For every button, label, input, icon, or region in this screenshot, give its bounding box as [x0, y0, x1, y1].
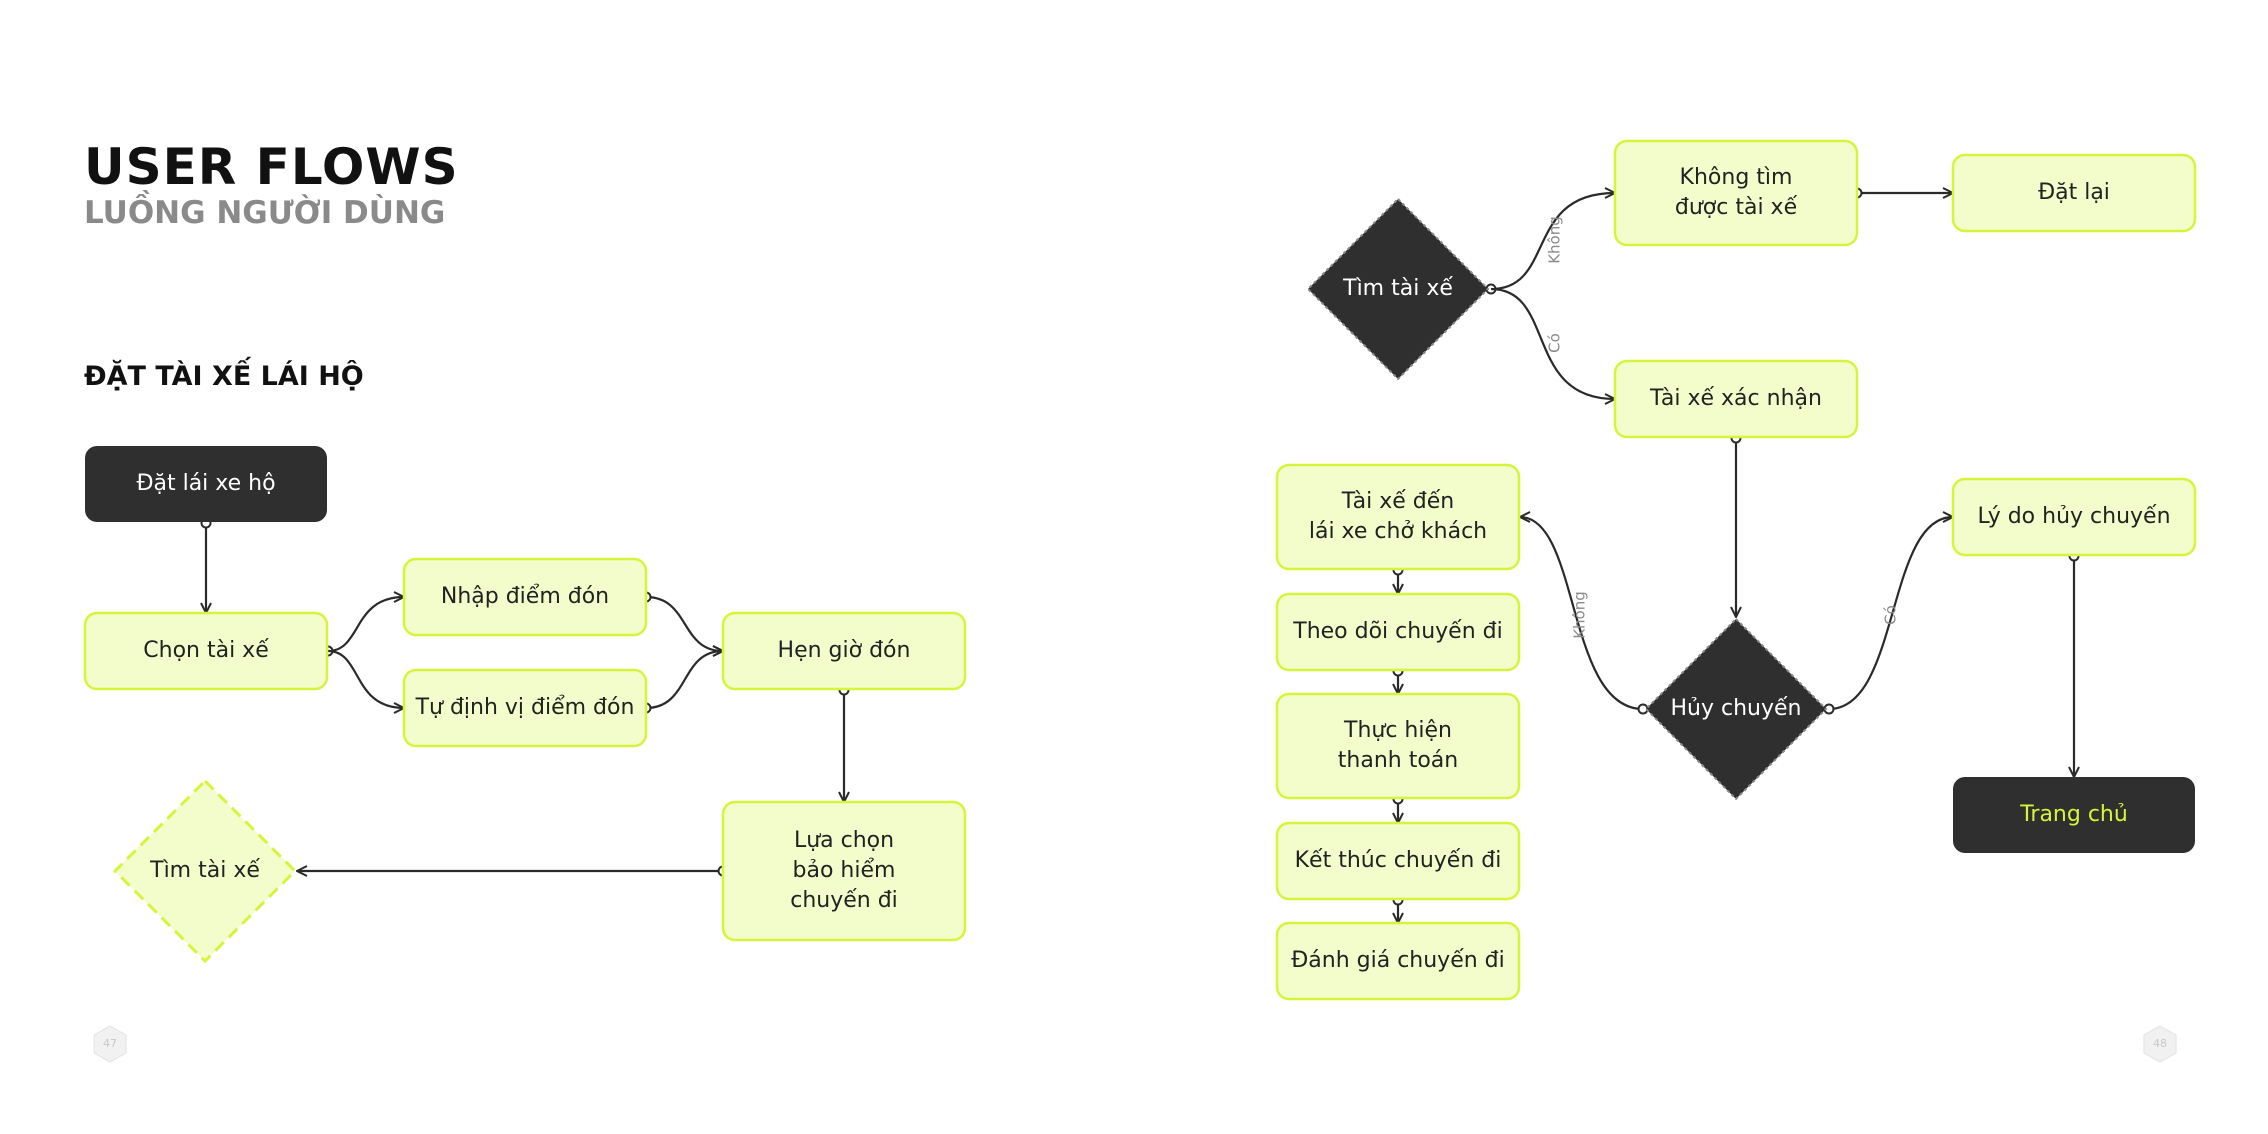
- node-label: được tài xế: [1675, 195, 1798, 220]
- decision-diamond: [1306, 197, 1490, 381]
- node-label: Tự định vị điểm đón: [415, 695, 635, 720]
- edge-lua-chon-bao-hiem-to-tim-tai-xe-left: [297, 867, 729, 876]
- node-label: Thực hiện: [1343, 718, 1452, 743]
- node-box: [1953, 777, 2195, 853]
- node-thanh-toan: Thực hiện thanh toán: [1275, 692, 1521, 800]
- edge-nhap-diem-don-to-hen-gio-don: [640, 591, 724, 652]
- node-label: Nhập điểm đón: [441, 584, 609, 609]
- node-label: Hẹn giờ đón: [778, 638, 911, 663]
- edge-tim-tai-xe-to-tai-xe-xac-nhan: Có: [1490, 287, 1615, 399]
- edge-line: [1490, 193, 1615, 291]
- node-label: Kết thúc chuyến đi: [1295, 848, 1502, 873]
- node-label: Tài xế xác nhận: [1649, 386, 1822, 411]
- node-tim-tai-xe-left: Tìm tài xế: [112, 778, 298, 964]
- page-subtitle: LUỒNG NGƯỜI DÙNG: [84, 190, 445, 231]
- node-nhap-diem-don: Nhập điểm đón: [402, 557, 648, 637]
- edge-huy-chuyen-to-ly-do-huy: Có: [1823, 517, 1954, 715]
- edge-huy-chuyen-to-tai-xe-den: Không: [1520, 517, 1649, 715]
- node-label: Trang chủ: [2019, 802, 2128, 827]
- node-box: [1275, 821, 1521, 901]
- node-box: [1613, 359, 1859, 439]
- node-tai-xe-xac-nhan: Tài xế xác nhận: [1613, 359, 1859, 439]
- edge-chon-tai-xe-to-nhap-diem-don: [322, 597, 405, 657]
- edge-line: [327, 597, 404, 653]
- node-box: [1275, 592, 1521, 672]
- edge-dat-lai-xe-ho-to-chon-tai-xe: [202, 517, 211, 614]
- node-label: thanh toán: [1338, 748, 1458, 773]
- node-theo-doi: Theo dõi chuyến đi: [1275, 592, 1521, 672]
- edge-khong-tim-duoc-to-dat-lai: [1851, 189, 1954, 198]
- node-chon-tai-xe: Chọn tài xế: [83, 611, 329, 691]
- node-dat-lai: Đặt lại: [1951, 153, 2197, 233]
- node-label: Tài xế đến: [1341, 489, 1454, 514]
- edge-line: [1828, 517, 1953, 711]
- node-label: Hủy chuyến: [1671, 696, 1802, 721]
- node-box: [721, 611, 967, 691]
- node-box: [1275, 921, 1521, 1001]
- node-label: Lựa chọn: [794, 828, 894, 853]
- page-title: USER FLOWS: [84, 138, 459, 196]
- edge-line: [1520, 517, 1644, 711]
- page-number-right: 48: [2143, 1025, 2177, 1063]
- node-box: [1275, 463, 1521, 571]
- node-box: [402, 557, 648, 637]
- edge-tu-dinh-vi-to-hen-gio-don: [640, 651, 724, 714]
- node-label: Đánh giá chuyến đi: [1291, 948, 1505, 973]
- node-box: [85, 446, 327, 522]
- node-box: [83, 611, 329, 691]
- node-hen-gio-don: Hẹn giờ đón: [721, 611, 967, 691]
- node-label: Tìm tài xế: [149, 858, 260, 883]
- node-label: lái xe chở khách: [1309, 519, 1487, 544]
- edge-hen-gio-don-to-lua-chon-bao-hiem: [840, 684, 849, 803]
- node-trang-chu: Trang chủ: [1953, 777, 2195, 853]
- edge-label: Có: [1546, 333, 1564, 353]
- node-huy-chuyen: Hủy chuyến: [1644, 617, 1828, 801]
- node-box: [1275, 692, 1521, 800]
- node-label: Theo dõi chuyến đi: [1292, 619, 1502, 644]
- node-label: Lý do hủy chuyến: [1977, 504, 2170, 529]
- node-ly-do-huy: Lý do hủy chuyến: [1951, 477, 2197, 557]
- page-number-left-text: 47: [103, 1037, 117, 1050]
- edge-chon-tai-xe-to-tu-dinh-vi: [327, 649, 404, 708]
- page-number-left: 47: [93, 1025, 127, 1063]
- node-label: Đặt lái xe hộ: [136, 471, 275, 496]
- edge-line: [1490, 287, 1615, 399]
- edge-label: Có: [1882, 605, 1900, 625]
- node-label: chuyến đi: [790, 888, 898, 913]
- node-label: Không tìm: [1680, 165, 1793, 190]
- edge-label: Không: [1571, 591, 1589, 639]
- node-ket-thuc: Kết thúc chuyến đi: [1275, 821, 1521, 901]
- node-khong-tim-duoc: Không tìm được tài xế: [1613, 139, 1859, 247]
- edge-line: [327, 649, 404, 708]
- node-danh-gia: Đánh giá chuyến đi: [1275, 921, 1521, 1001]
- edge-line: [645, 595, 723, 651]
- node-box: [1951, 477, 2197, 557]
- node-dat-lai-xe-ho: Đặt lái xe hộ: [85, 446, 327, 522]
- node-label: Đặt lại: [2038, 180, 2110, 205]
- node-tim-tai-xe: Tìm tài xế: [1306, 197, 1490, 381]
- nodes-layer: Đặt lái xe hộ Chọn tài xế Nhập điểm đón Tự …: [83, 139, 2197, 1001]
- node-label: Tìm tài xế: [1342, 276, 1453, 301]
- edge-label: Không: [1546, 216, 1564, 264]
- node-tu-dinh-vi: Tự định vị điểm đón: [402, 668, 648, 748]
- node-label: bảo hiểm: [793, 858, 896, 883]
- node-box: [1951, 153, 2197, 233]
- node-box: [1613, 139, 1859, 247]
- page-number-right-text: 48: [2153, 1037, 2167, 1050]
- edge-tim-tai-xe-to-khong-tim-duoc: Không: [1485, 193, 1616, 295]
- node-box: [402, 668, 648, 748]
- edge-line: [645, 651, 723, 710]
- decision-diamond: [112, 778, 298, 964]
- decision-diamond: [1644, 617, 1828, 801]
- section-title: ĐẶT TÀI XẾ LÁI HỘ: [84, 357, 364, 392]
- node-tai-xe-den: Tài xế đến lái xe chở khách: [1275, 463, 1521, 571]
- node-box: [721, 800, 967, 942]
- node-lua-chon-bao-hiem: Lựa chọn bảo hiểm chuyến đi: [721, 800, 967, 942]
- node-label: Chọn tài xế: [143, 638, 269, 663]
- edge-ly-do-huy-to-trang-chu: [2070, 550, 2079, 778]
- edge-tai-xe-xac-nhan-to-huy-chuyen: [1732, 432, 1741, 618]
